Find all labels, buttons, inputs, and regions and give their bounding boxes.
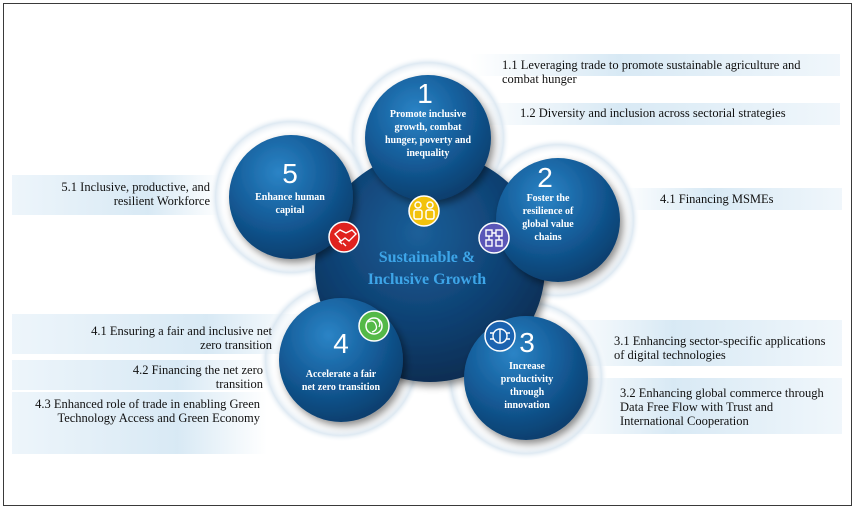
annotation-4-3: 4.3 Enhanced role of trade in enabling G… [35,397,260,425]
pillar-2-line-4: chains [534,232,561,243]
pillar-number-3: 3 [519,327,535,358]
band-1-1 [470,54,840,76]
pillar-circle-5 [229,135,353,259]
pillar-1-line-4: inequality [407,148,450,159]
pillar-2-line-3: global value [522,219,574,230]
pillar-number-5: 5 [282,158,298,189]
annotation-1-1: 1.1 Leveraging trade to promote sustaina… [502,58,801,86]
value-chain-icon [478,222,510,254]
pillar-2-line-1: Foster the [527,193,570,204]
pillar-number-1: 1 [417,78,433,109]
annotation-1-2: 1.2 Diversity and inclusion across secto… [520,106,786,120]
center-title-line-1: Sustainable & [379,249,475,266]
handshake-icon [328,221,360,253]
pillar-1-line-3: hunger, poverty and [385,135,471,146]
brain-circuit-icon [484,320,516,352]
center-title-line-2: Inclusive Growth [368,271,486,288]
pillar-3-line-4: innovation [504,400,550,411]
people-icon [408,195,440,227]
pillar-number-4: 4 [333,328,349,359]
pillar-5-line-1: Enhance human [255,192,325,203]
pillar-3-line-1: Increase [509,361,545,372]
annotation-2-1: 4.1 Financing MSMEs [660,192,774,206]
band-5-1 [12,175,222,215]
pillar-5-line-2: capital [276,205,305,216]
pillar-3-line-2: productivity [501,374,554,385]
pillar-1-line-2: growth, combat [394,122,462,133]
band-3-1 [560,320,842,366]
band-4-3 [12,392,267,454]
pillar-4-line-2: net zero transition [302,382,381,393]
pillar-2-line-2: resilience of [523,206,574,217]
band-2-1 [620,188,842,210]
pillar-4-line-1: Accelerate a fair [306,369,377,380]
pillar-number-2: 2 [537,162,553,193]
diagram-frame [3,3,852,506]
pillar-circle-1 [365,75,491,201]
band-1-2 [470,103,840,125]
pillar-1-line-1: Promote inclusive [390,109,467,120]
annotation-4-2: 4.2 Financing the net zero transition [132,363,263,391]
annotation-4-1: 4.1 Ensuring a fair and inclusive net ze… [91,324,272,352]
annotation-5-1: 5.1 Inclusive, productive, and resilient… [61,180,210,208]
annotation-3-1: 3.1 Enhancing sector-specific applicatio… [614,334,826,362]
pillar-circle-2 [496,158,620,282]
annotation-3-2: 3.2 Enhancing global commerce through Da… [620,386,824,428]
globe-leaf-icon [358,310,390,342]
pillar-3-line-3: through [510,387,545,398]
band-4-2 [12,360,267,390]
